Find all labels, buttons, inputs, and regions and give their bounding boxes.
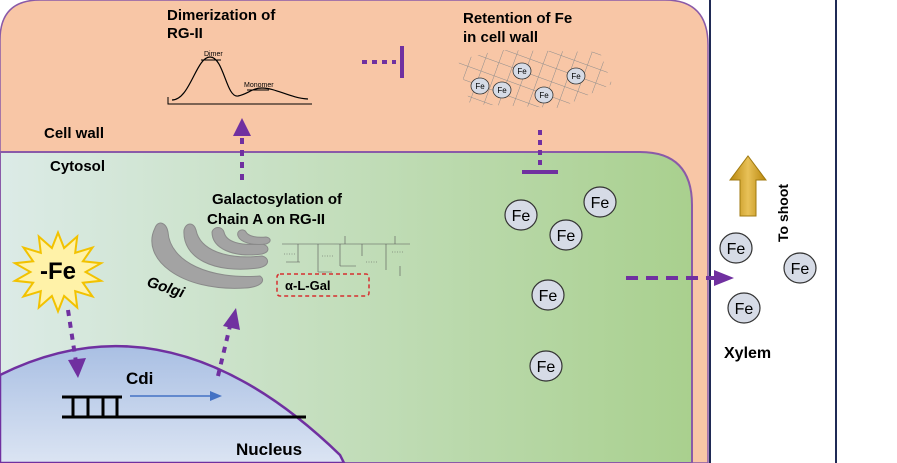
inhibition-symbol-cytosol — [522, 130, 558, 174]
arrow-to-dimerization — [233, 118, 251, 180]
galactosylation-label-line2: Chain A on RG-II — [207, 211, 325, 228]
cdi-gene-dna — [62, 395, 306, 419]
fe-ion-label: Fe — [537, 359, 556, 376]
fe-ion-label: Fe — [517, 67, 527, 76]
fe-ion-label: Fe — [475, 82, 485, 91]
fe-deficiency-starburst — [11, 229, 105, 315]
arrow-to-xylem — [626, 270, 734, 286]
fe-ion — [719, 232, 753, 264]
fe-ion-label: Fe — [727, 241, 746, 258]
fe-ion — [529, 350, 563, 382]
cytosol-label: Cytosol — [50, 158, 105, 175]
arrow-fe-to-gene — [66, 309, 86, 378]
fe-ion — [531, 279, 565, 311]
nucleus-label: Nucleus — [236, 440, 302, 459]
fe-ion-label: Fe — [557, 228, 576, 245]
fe-ion — [727, 292, 761, 324]
fe-ion-label: Fe — [571, 72, 581, 81]
alpha-l-gal-box — [276, 273, 370, 297]
to-shoot-label: To shoot — [775, 184, 791, 242]
to-shoot-arrow — [729, 155, 767, 217]
fe-ion-label: Fe — [591, 195, 610, 212]
arrow-gene-to-golgi — [216, 308, 240, 377]
xylem-label: Xylem — [724, 345, 771, 362]
galactosylation-label-line1: Galactosylation of — [212, 191, 343, 208]
dimerization-label-line1: Dimerization of — [167, 7, 276, 24]
fe-ion-label: Fe — [512, 208, 531, 225]
alpha-l-gal-label: α-L-Gal — [285, 278, 331, 293]
fe-ion-label: Fe — [497, 86, 507, 95]
retention-label-line1: Retention of Fe — [463, 10, 572, 27]
dimer-label: Dimer — [204, 51, 223, 58]
fe-ion — [504, 199, 538, 231]
fe-ion-label: Fe — [539, 91, 549, 100]
cdi-gene-label: Cdi — [126, 369, 153, 388]
fe-ion-label: Fe — [735, 301, 754, 318]
fe-deficiency-label: -Fe — [40, 258, 76, 285]
fe-ion-label: Fe — [791, 261, 810, 278]
transcription-arrow — [130, 391, 222, 401]
fe-ion — [549, 219, 583, 251]
golgi-apparatus — [151, 222, 271, 289]
retention-label-line2: in cell wall — [463, 29, 538, 46]
fe-ion-label: Fe — [539, 288, 558, 305]
fe-ion — [470, 77, 490, 95]
dimerization-label-line2: RG-II — [167, 25, 203, 42]
fe-ion — [534, 86, 554, 104]
dimer-monomer-chromatogram: Dimer Monomer — [167, 51, 312, 105]
fe-ion — [512, 62, 532, 80]
rg2-structure-sketch — [282, 236, 410, 276]
cell-wall-label: Cell wall — [44, 125, 104, 142]
fe-ion — [583, 186, 617, 218]
monomer-label: Monomer — [244, 82, 274, 89]
inhibition-symbol-top — [362, 46, 404, 78]
fe-ion — [492, 81, 512, 99]
fe-ion — [783, 252, 817, 284]
fe-ion — [566, 67, 586, 85]
nucleus — [0, 344, 346, 463]
